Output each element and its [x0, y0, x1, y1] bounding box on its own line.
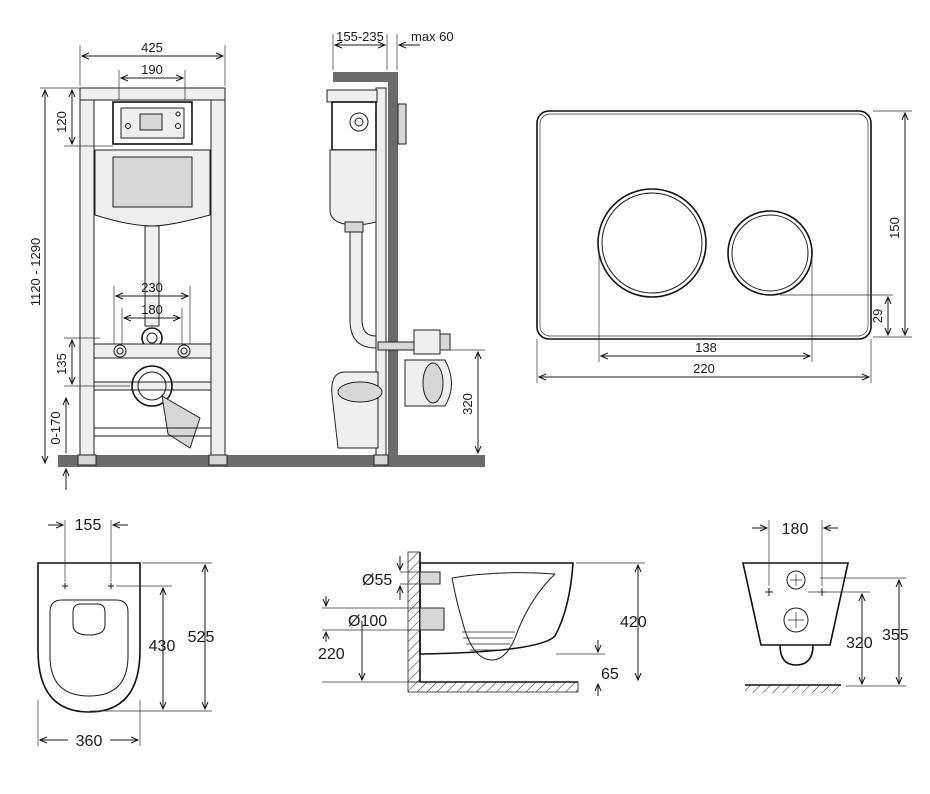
flush-plate-view: 150 29 138 220 — [536, 110, 912, 383]
dim-230: 230 — [141, 280, 163, 295]
dim-430: 430 — [149, 638, 176, 655]
frame-top-bar — [79, 87, 226, 101]
bowl-outline-top — [37, 562, 141, 713]
flush-opening — [112, 101, 193, 145]
dim-425: 425 — [141, 40, 163, 55]
dim-180-front: 180 — [141, 302, 163, 317]
dim-0-170: 0-170 — [48, 411, 63, 444]
dim-120: 120 — [54, 111, 69, 133]
dim-d55: Ø55 — [362, 572, 392, 589]
frame-right-upright — [210, 87, 226, 466]
dim-155: 155 — [75, 517, 102, 534]
bowl-outline-back — [742, 562, 849, 646]
flush-button-large[interactable] — [597, 188, 707, 298]
frame-left-upright — [79, 87, 95, 466]
drain-outlet — [131, 365, 173, 407]
frame-front-view: 425 190 120 1120 - 1290 230 180 135 0-17… — [28, 40, 388, 490]
bowl-side-view: Ø55 Ø100 220 420 65 — [318, 551, 647, 696]
dim-190: 190 — [141, 62, 163, 77]
bowl-top-view: 155 430 525 360 — [37, 517, 215, 750]
dim-d100: Ø100 — [348, 613, 387, 630]
flush-plate — [536, 110, 872, 340]
dim-max-60: max 60 — [411, 29, 454, 44]
floor-side — [230, 455, 485, 467]
dim-320-side: 320 — [460, 393, 475, 415]
dim-420: 420 — [620, 614, 647, 631]
dim-1120-1290: 1120 - 1290 — [28, 238, 43, 306]
dim-29: 29 — [870, 309, 885, 323]
dim-150: 150 — [887, 217, 902, 239]
dim-155-235: 155-235 — [336, 29, 384, 44]
wall-side — [388, 72, 398, 467]
dim-355: 355 — [882, 627, 909, 644]
dim-138: 138 — [695, 340, 717, 355]
flush-button-small[interactable] — [727, 210, 813, 296]
frame-side-view: 155-235 max 60 320 — [230, 29, 485, 467]
dim-320-back: 320 — [846, 635, 873, 652]
dim-360: 360 — [76, 733, 103, 750]
bowl-outline-side — [419, 562, 574, 655]
dim-65: 65 — [601, 666, 619, 683]
wall-top — [333, 72, 398, 82]
dim-220-plate: 220 — [693, 361, 715, 376]
dim-220-bowl: 220 — [318, 646, 345, 663]
dim-525: 525 — [188, 629, 215, 646]
bowl-back-view: 180 320 355 — [742, 520, 909, 693]
dim-135: 135 — [54, 353, 69, 375]
dim-180-back: 180 — [782, 521, 809, 538]
